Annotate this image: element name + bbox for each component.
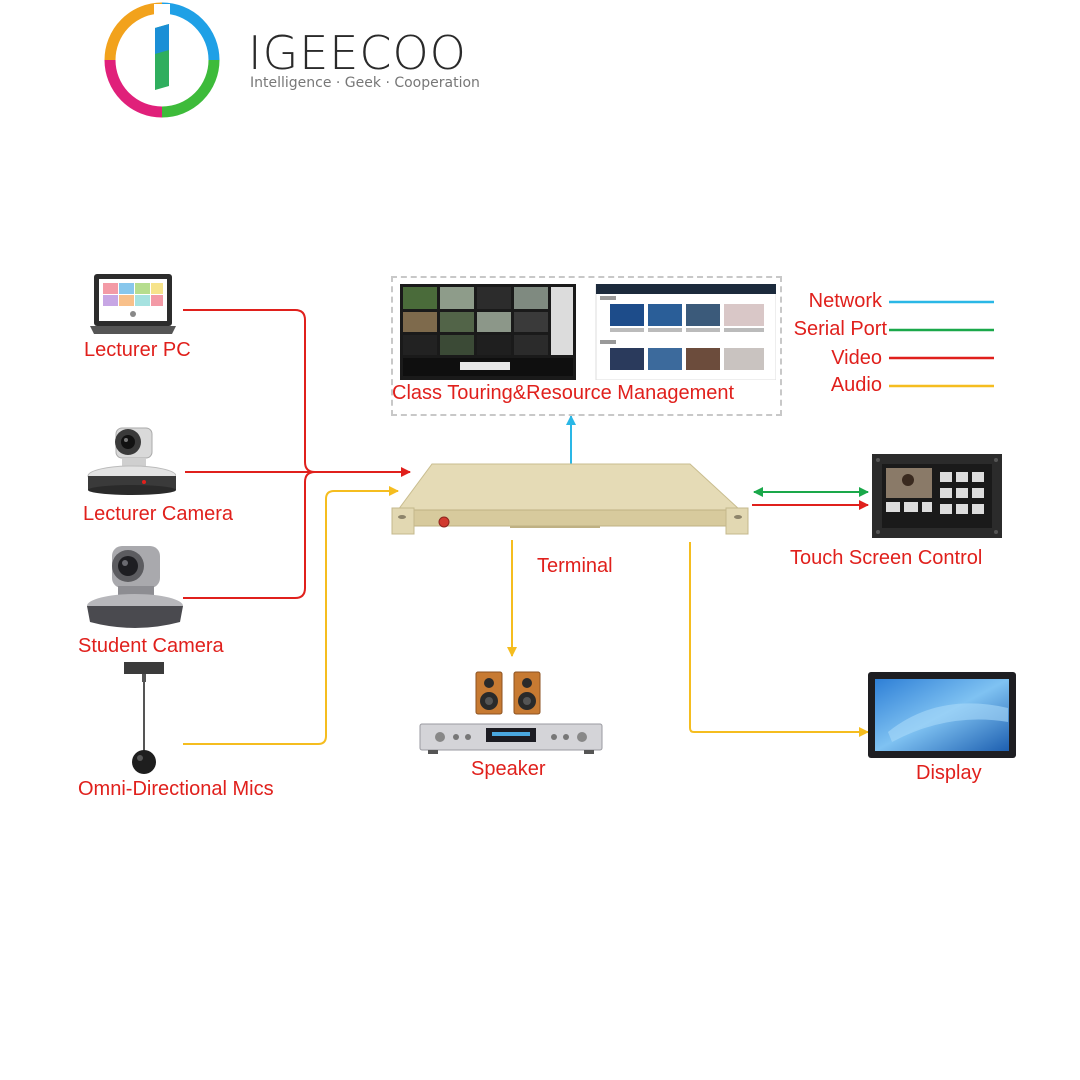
student-camera-label: Student Camera	[78, 635, 224, 657]
legend-video-label: Video	[831, 347, 882, 369]
ceiling-mic-icon	[124, 662, 164, 774]
touch-screen-label: Touch Screen Control	[790, 547, 983, 569]
video-line-display	[689, 542, 869, 737]
display-monitor-icon	[868, 672, 1016, 758]
igeecoo-logo	[104, 2, 220, 118]
management-panel	[391, 276, 782, 416]
speaker-icon	[419, 671, 603, 754]
mics-label: Omni-Directional Mics	[78, 778, 274, 800]
video-line-student-camera	[183, 471, 316, 599]
legend-audio-label: Audio	[830, 374, 882, 396]
lecturer-pc-label: Lecturer PC	[84, 339, 191, 361]
legend-network-label: Network	[808, 290, 882, 312]
management-label: Class Touring&Resource Management	[392, 382, 735, 404]
lecturer-camera-label: Lecturer Camera	[83, 503, 234, 525]
management-screens	[400, 284, 776, 380]
terminal-rack-icon	[391, 463, 749, 535]
terminal-label: Terminal	[537, 555, 613, 577]
video-line-lecturer-pc	[183, 309, 316, 473]
brand-tagline: Intelligence · Geek · Cooperation	[250, 75, 480, 91]
legend-serial-label: Serial Port	[793, 318, 887, 340]
audio-line-mics	[183, 486, 399, 745]
brand-name: IGEECOO	[248, 26, 467, 80]
touch-panel-icon	[872, 454, 1002, 538]
ptz-camera-icon	[87, 427, 176, 495]
display-label: Display	[916, 762, 982, 784]
laptop-icon	[90, 274, 176, 334]
speaker-label: Speaker	[471, 758, 546, 780]
student-camera-icon	[87, 546, 183, 628]
